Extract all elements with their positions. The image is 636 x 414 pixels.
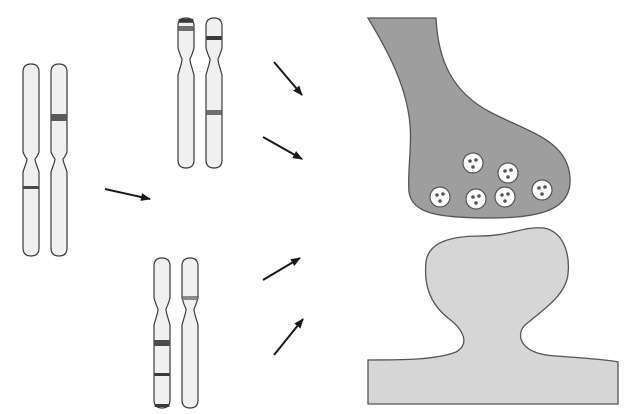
arrow-top-pair-to-synapse-upper bbox=[273, 61, 303, 96]
chromosome-band bbox=[51, 114, 67, 121]
chromatid bbox=[50, 63, 68, 257]
arrow-top-pair-to-synapse-lower bbox=[262, 136, 303, 160]
chromatid bbox=[181, 257, 199, 409]
vesicle-icon bbox=[494, 186, 516, 208]
chromosome-band bbox=[154, 373, 170, 376]
arrow-bottom-pair-to-synapse-upper bbox=[262, 257, 301, 281]
postsynaptic-spine bbox=[367, 227, 619, 405]
parental-chromosome-pair bbox=[22, 63, 68, 257]
presynaptic-terminal bbox=[366, 17, 571, 219]
vesicle-icon bbox=[465, 188, 487, 210]
chromatid bbox=[153, 257, 171, 409]
chromosome-band bbox=[178, 26, 194, 31]
chromatid bbox=[205, 17, 223, 169]
daughter-chromosome-pair-top bbox=[177, 17, 223, 169]
synapse bbox=[366, 17, 619, 405]
arrow-bottom-pair-to-synapse-lower bbox=[273, 318, 304, 356]
vesicle-icon bbox=[531, 179, 553, 201]
chromatid bbox=[177, 17, 195, 169]
vesicle-icon bbox=[429, 186, 451, 208]
chromatid bbox=[22, 63, 40, 257]
arrow-parent-to-daughters bbox=[104, 188, 151, 201]
chromosome-band bbox=[206, 36, 222, 40]
chromosome-band bbox=[206, 110, 222, 115]
daughter-chromosome-pair-bottom bbox=[153, 257, 199, 409]
chromosome-band bbox=[182, 296, 198, 300]
chromosome-band bbox=[178, 18, 194, 23]
vesicle-icon bbox=[497, 162, 519, 184]
chromosome-band bbox=[23, 186, 39, 189]
vesicle-icon bbox=[462, 152, 484, 174]
chromosome-band bbox=[154, 404, 170, 407]
chromosome-band bbox=[154, 340, 170, 346]
